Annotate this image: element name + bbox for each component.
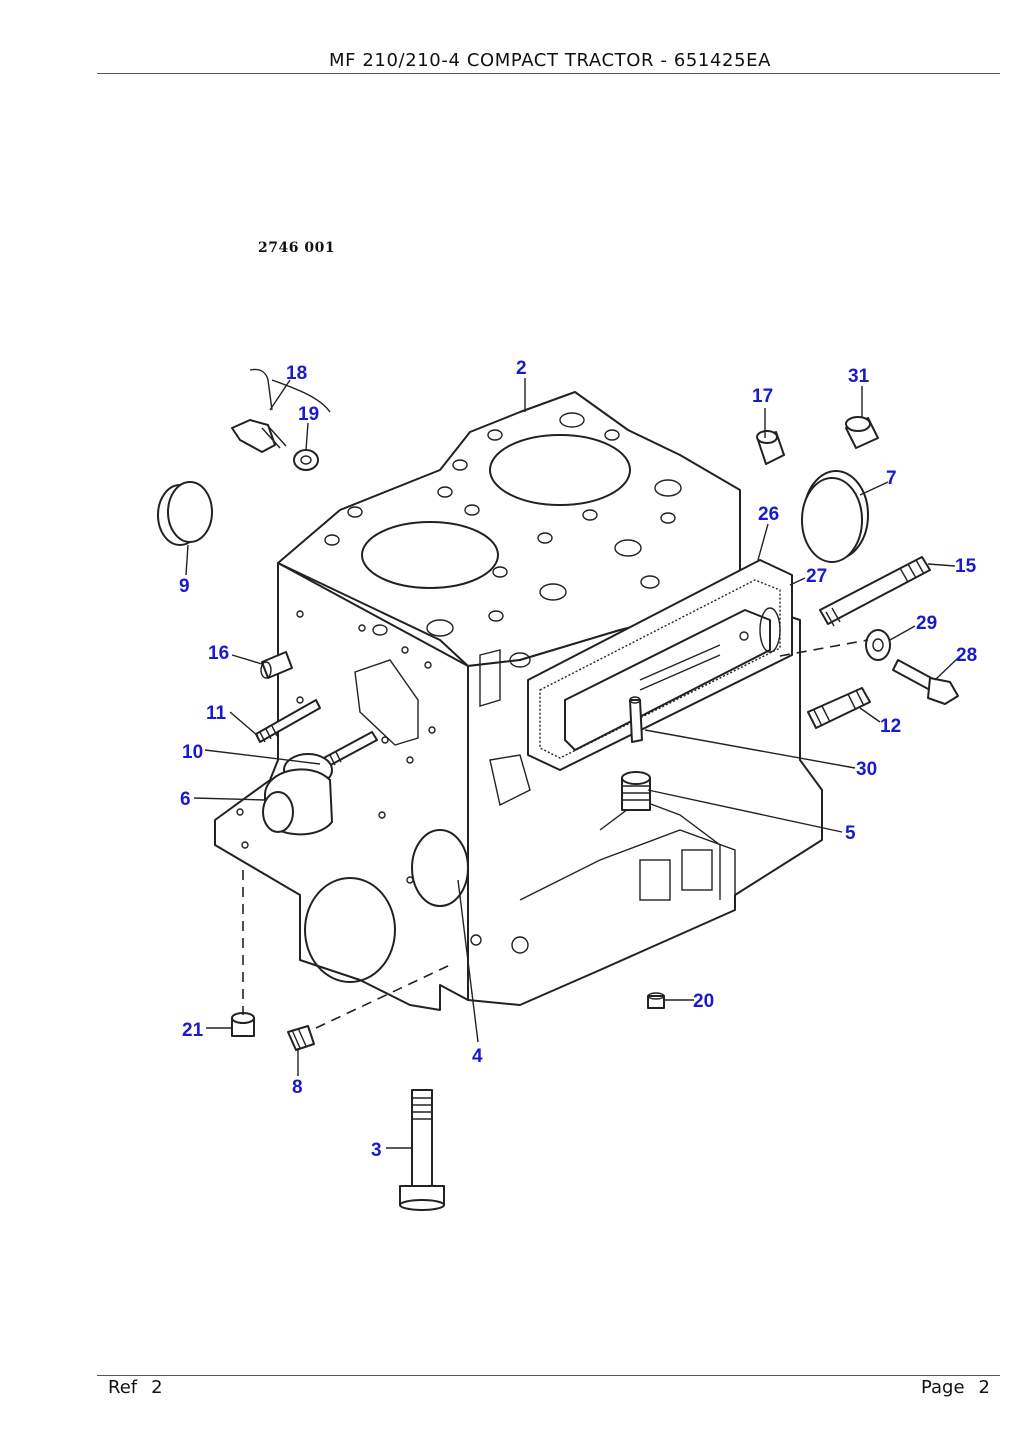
expansion-plug-9 (157, 481, 213, 546)
callout-5: 5 (845, 823, 856, 844)
stud-15 (819, 556, 931, 627)
expansion-plug-7 (801, 470, 869, 563)
callout-30: 30 (856, 759, 877, 780)
callout-21: 21 (182, 1020, 204, 1041)
fitting-5 (621, 771, 651, 811)
leader-lines (185, 378, 959, 1149)
plug-20 (647, 992, 665, 1009)
washer-19 (293, 449, 319, 471)
callout-9: 9 (179, 576, 190, 597)
callout-15: 15 (955, 556, 977, 577)
callout-29: 29 (916, 613, 937, 634)
callout-19: 19 (298, 404, 319, 425)
callout-10: 10 (182, 742, 203, 763)
dowel-31 (845, 416, 879, 449)
callout-28: 28 (956, 645, 977, 666)
ref-label: Ref (108, 1377, 138, 1398)
callout-8: 8 (292, 1077, 303, 1098)
drain-cock (231, 368, 331, 453)
callout-labels: 18 2 17 31 19 7 26 9 27 15 16 29 28 11 1… (179, 358, 977, 1161)
callout-20: 20 (693, 991, 714, 1012)
page-title: MF 210/210-4 COMPACT TRACTOR - 651425EA (328, 50, 772, 71)
dowel-21 (231, 1012, 255, 1037)
plug-8 (287, 1025, 315, 1051)
drawing-code: 2746 001 (258, 240, 336, 256)
callout-27: 27 (806, 566, 827, 587)
callout-7: 7 (886, 468, 897, 489)
callout-3: 3 (371, 1140, 382, 1161)
dowel-16 (260, 651, 293, 679)
callout-11: 11 (206, 703, 227, 724)
bearing-housing-6 (262, 753, 333, 836)
bolt-28 (892, 659, 959, 705)
side-cover-assembly (527, 559, 793, 771)
page-label: Page (920, 1377, 965, 1398)
callout-31: 31 (848, 366, 870, 387)
callout-26: 26 (758, 504, 779, 525)
stud-12 (807, 687, 871, 729)
footer-divider (97, 1375, 1000, 1376)
page-number: 2 (978, 1377, 990, 1398)
callout-2: 2 (516, 358, 527, 379)
header-divider (97, 73, 1000, 74)
callout-18: 18 (286, 363, 307, 384)
pin-30 (629, 696, 643, 743)
ref-value: 2 (151, 1377, 163, 1398)
washer-29 (865, 629, 891, 661)
callout-12: 12 (880, 716, 901, 737)
dowel-17 (756, 430, 785, 465)
callout-4: 4 (472, 1046, 483, 1067)
bolt-3 (399, 1089, 445, 1211)
callout-16: 16 (208, 643, 229, 664)
footer-ref: Ref 2 (108, 1377, 163, 1398)
cylinder-block (214, 391, 823, 1011)
callout-6: 6 (180, 789, 191, 810)
footer-page: Page 2 (921, 1377, 990, 1398)
stud-11 (255, 699, 321, 743)
callout-17: 17 (752, 386, 773, 407)
